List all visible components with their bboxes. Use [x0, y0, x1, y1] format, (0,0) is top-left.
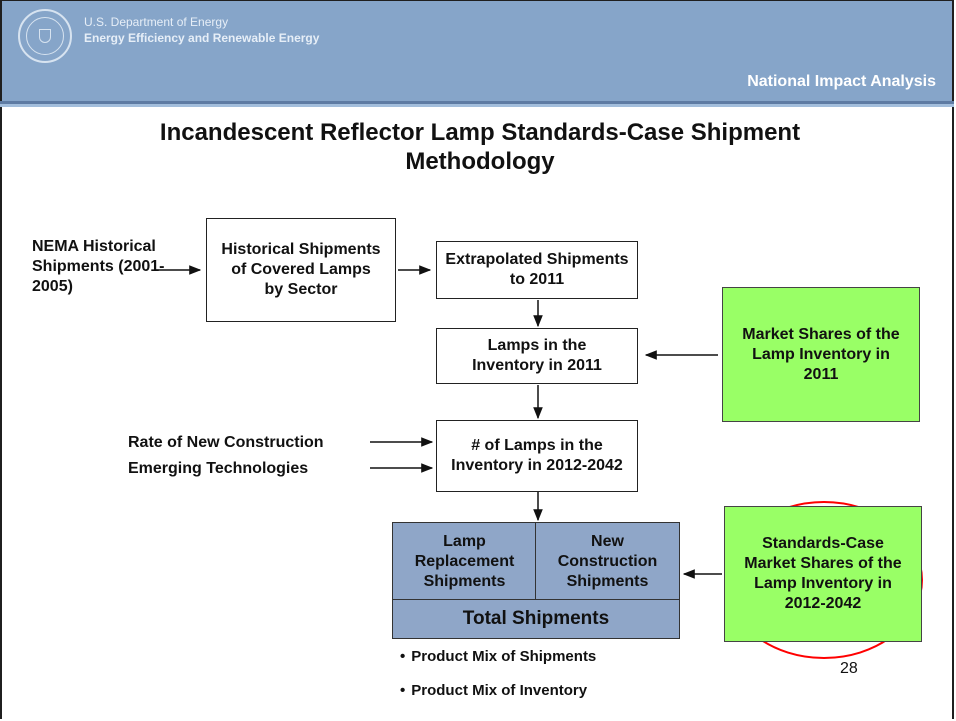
bullet-product-mix-shipments: Product Mix of Shipments: [400, 648, 596, 665]
org-name: U.S. Department of Energy: [84, 15, 229, 29]
box-total-shipments: Total Shipments: [392, 599, 680, 639]
org-subname: Energy Efficiency and Renewable Energy: [84, 31, 320, 45]
box-inventory-2012-2042: # of Lamps in the Inventory in 2012-2042: [436, 420, 638, 492]
bullet-product-mix-inventory: Product Mix of Inventory: [400, 682, 587, 699]
header-bar: U.S. Department of Energy Energy Efficie…: [2, 1, 952, 101]
box-extrapolated-shipments: Extrapolated Shipments to 2011: [436, 241, 638, 299]
box-standards-case-market-shares: Standards-Case Market Shares of the Lamp…: [724, 506, 922, 642]
doe-seal-icon: [18, 9, 72, 63]
page-number: 28: [840, 660, 858, 677]
section-title: National Impact Analysis: [747, 73, 936, 90]
box-market-shares-2011: Market Shares of the Lamp Inventory in 2…: [722, 287, 920, 422]
box-lamp-replacement-shipments: Lamp Replacement Shipments: [392, 522, 537, 601]
header-divider-light: [0, 104, 954, 107]
slide-title: Incandescent Reflector Lamp Standards-Ca…: [159, 119, 801, 175]
box-historical-shipments: Historical Shipments of Covered Lamps by…: [206, 218, 396, 322]
input-emerging-technologies: Emerging Technologies: [128, 460, 309, 477]
box-new-construction-shipments: New Construction Shipments: [535, 522, 680, 601]
input-new-construction-rate: Rate of New Construction: [128, 434, 324, 451]
header-divider: [0, 101, 954, 104]
box-inventory-2011: Lamps in the Inventory in 2011: [436, 328, 638, 384]
input-nema-historical: NEMA Historical Shipments (2001-2005): [32, 238, 165, 295]
